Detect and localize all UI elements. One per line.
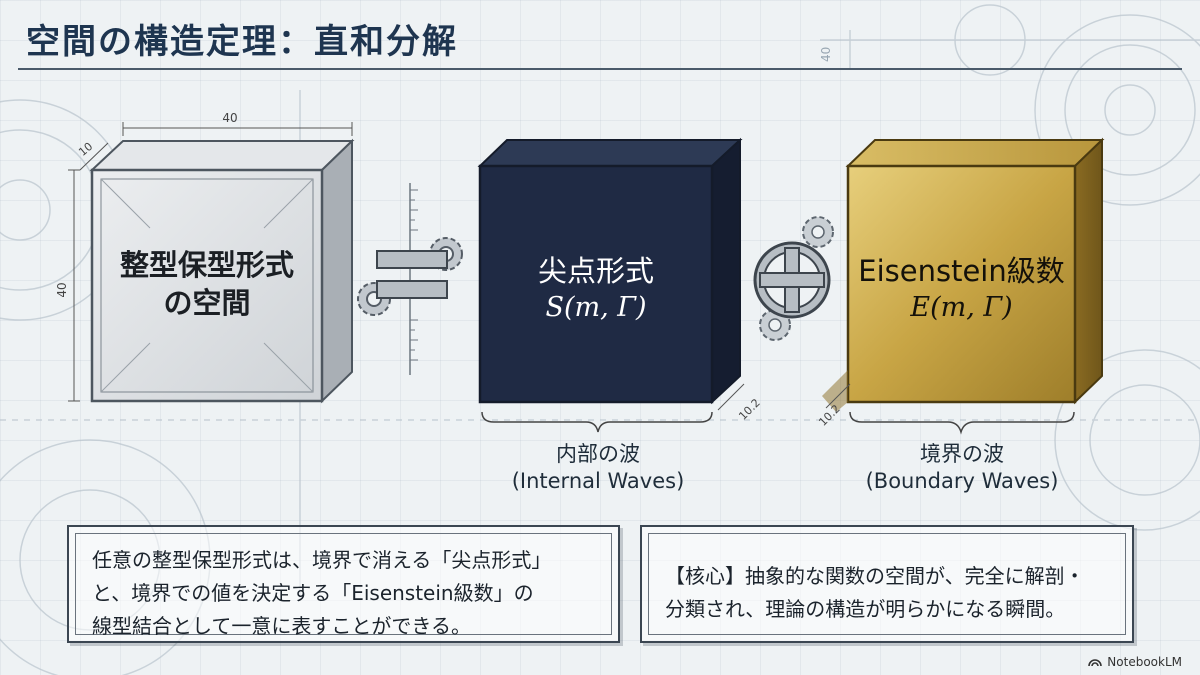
right-cube-label-line1: Eisenstein級数 (858, 254, 1065, 288)
right-cube-bevel (822, 370, 848, 412)
title-underline (18, 68, 1182, 70)
left-cube-sketch-line (263, 342, 314, 393)
left-cube-label: 整型保型形式 の空間 (92, 246, 322, 322)
equals-icon (357, 183, 463, 375)
right-depth-dim-line (825, 383, 851, 409)
eisenstein-cube: 10.2 (816, 137, 1105, 435)
mid-cube-front (478, 164, 714, 404)
equals-bar-top (376, 250, 448, 269)
right-cube-math: E(m, Γ) (910, 292, 1013, 323)
right-cube-front (846, 164, 1077, 404)
right-caption-en: (Boundary Waves) (865, 469, 1059, 493)
right-cube-side (1074, 137, 1103, 405)
page-title: 空間の構造定理：直和分解 (26, 22, 458, 62)
left-depth-dim-line (79, 142, 109, 171)
middle-cube-label: 尖点形式 S(m, Γ) (480, 252, 712, 326)
mid-depth-dim-line (717, 383, 745, 411)
middle-cube-label-line1: 尖点形式 (537, 254, 654, 288)
gear-icon (802, 216, 834, 248)
notebooklm-brand: NotebookLM (1107, 655, 1182, 669)
mid-brace (481, 411, 713, 433)
theorem-statement-box: 任意の整型保型形式は、境界で消える「尖点形式」 と、境界での値を決定する「Eis… (67, 525, 620, 643)
left-depth-dim: 10 (76, 140, 95, 159)
mid-depth-dim: 10.2 (736, 396, 763, 423)
core-insight-box: 【核心】抽象的な関数の空間が、完全に解剖・ 分類され、理論の構造が明らかになる瞬… (640, 525, 1134, 643)
direct-sum-icon (753, 216, 834, 341)
theorem-line-3: 線型結合として一意に表すことができる。 (92, 614, 471, 638)
middle-cube-math: S(m, Γ) (545, 292, 647, 323)
ruler-ticks (410, 189, 418, 361)
notebooklm-watermark: NotebookLM (1088, 655, 1182, 669)
mid-cube-side (711, 137, 741, 405)
left-cube-sketch-line (263, 178, 314, 229)
theorem-line-2: と、境界での値を決定する「Eisenstein級数」の (92, 581, 534, 605)
left-cube-side (321, 138, 353, 404)
right-cube-label: Eisenstein級数 E(m, Γ) (848, 252, 1075, 326)
right-cube-top (845, 139, 1105, 167)
core-insight-inner: 【核心】抽象的な関数の空間が、完全に解剖・ 分類され、理論の構造が明らかになる瞬… (648, 533, 1126, 635)
left-cube-top (89, 140, 355, 171)
integral-forms-cube: 40 10 40 (55, 111, 355, 404)
theorem-statement-inner: 任意の整型保型形式は、境界で消える「尖点形式」 と、境界での値を決定する「Eis… (75, 533, 612, 638)
left-cube-label-line1: 整型保型形式 (119, 248, 294, 282)
middle-caption: 内部の波 (Internal Waves) (498, 441, 698, 495)
left-cube-inner-border (100, 178, 314, 393)
right-caption: 境界の波 (Boundary Waves) (862, 441, 1062, 495)
theorem-line-1: 任意の整型保型形式は、境界で消える「尖点形式」 (92, 548, 552, 572)
cusp-forms-cube: 10.2 (477, 137, 763, 433)
notebooklm-logo-icon (1088, 659, 1103, 667)
right-brace (849, 411, 1075, 435)
left-width-dim: 40 (222, 111, 237, 125)
left-cube-sketch-line (100, 342, 151, 393)
core-line-1: 【核心】抽象的な関数の空間が、完全に解剖・ (665, 564, 1085, 588)
middle-caption-jp: 内部の波 (556, 442, 640, 466)
core-line-2: 分類され、理論の構造が明らかになる瞬間。 (665, 597, 1066, 621)
left-height-dim: 40 (55, 282, 69, 297)
middle-caption-en: (Internal Waves) (511, 469, 685, 493)
left-cube-label-line2: の空間 (163, 286, 251, 320)
right-caption-jp: 境界の波 (920, 442, 1004, 466)
mid-cube-top (477, 139, 743, 167)
bg-dim-label: 40 (819, 47, 833, 62)
equals-bar-bottom (376, 280, 448, 299)
gear-icon (759, 309, 791, 341)
left-cube-sketch-line (100, 178, 151, 229)
